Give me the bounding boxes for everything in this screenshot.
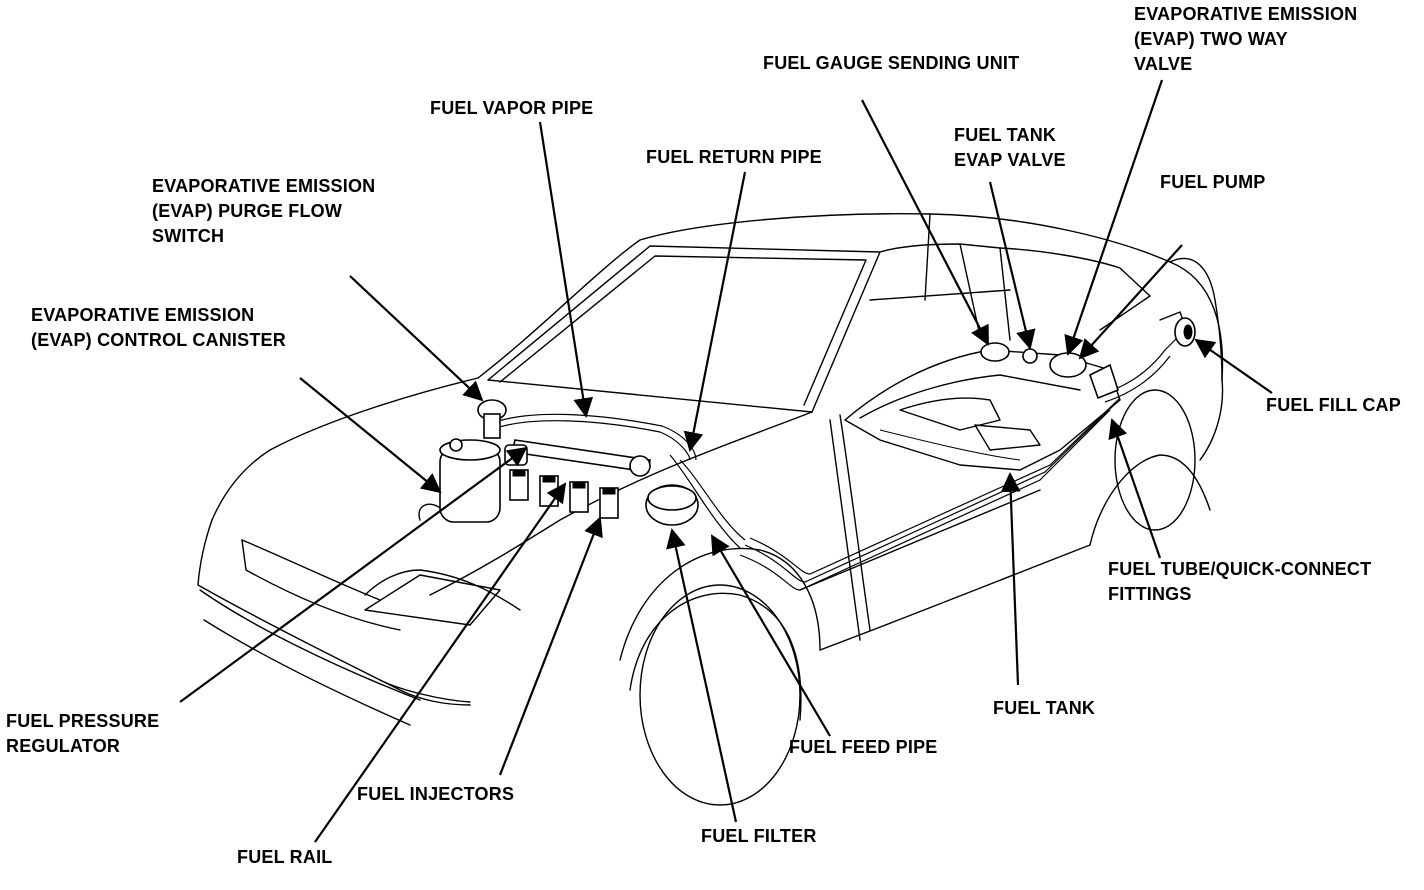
label-fuel-filter: FUEL FILTER [701, 826, 817, 846]
label-fuel-pump: FUEL PUMP [1160, 172, 1266, 192]
tank-components-drawing [980, 317, 1196, 400]
label-fuel-pressure-regulator: FUEL PRESSURE REGULATOR [6, 711, 160, 756]
leader-fuel-feed-pipe [710, 534, 831, 737]
leader-fuel-filter [666, 528, 738, 823]
leader-fuel-injectors [498, 516, 603, 776]
leader-fuel-tank [1000, 472, 1021, 686]
evap-canister-drawing [418, 438, 501, 523]
fuel-tank-drawing [844, 349, 1121, 471]
leader-fuel-return-pipe [683, 171, 747, 452]
label-evap-two-way-valve: EVAPORATIVE EMISSION (EVAP) TWO WAY VALV… [1134, 4, 1358, 74]
label-evap-purge-flow-switch: EVAPORATIVE EMISSION (EVAP) PURGE FLOW S… [152, 176, 376, 246]
label-evap-control-canister: EVAPORATIVE EMISSION (EVAP) CONTROL CANI… [31, 305, 286, 350]
evap-purge-switch-drawing [477, 399, 507, 439]
label-fuel-rail: FUEL RAIL [237, 847, 333, 867]
leader-fuel-pump [1078, 244, 1183, 360]
label-fuel-tube-quick-connect: FUEL TUBE/QUICK-CONNECT FITTINGS [1108, 559, 1372, 604]
leader-fuel-vapor-pipe [538, 121, 594, 418]
leader-fuel-fill-cap [1194, 338, 1273, 394]
leader-evap-control-canister [299, 377, 442, 494]
leader-fuel-tank-evap-valve [988, 181, 1036, 350]
fuel-lines [489, 334, 1181, 591]
label-fuel-fill-cap: FUEL FILL CAP [1266, 395, 1401, 415]
leader-evap-purge-flow-switch [349, 275, 484, 402]
leader-evap-two-way-valve [1064, 79, 1164, 356]
leader-fuel-rail [314, 482, 567, 843]
label-fuel-injectors: FUEL INJECTORS [357, 784, 515, 804]
leader-lines [179, 79, 1273, 843]
label-fuel-return-pipe: FUEL RETURN PIPE [646, 147, 822, 167]
leader-fuel-pressure-regulator [179, 446, 528, 703]
injectors-drawing [509, 469, 619, 519]
leader-fuel-tube-quick-connect [1108, 418, 1162, 559]
label-fuel-tank: FUEL TANK [993, 698, 1096, 718]
label-fuel-feed-pipe: FUEL FEED PIPE [789, 737, 938, 757]
label-fuel-vapor-pipe: FUEL VAPOR PIPE [430, 98, 594, 118]
label-fuel-tank-evap-valve: FUEL TANK EVAP VALVE [954, 125, 1066, 170]
label-fuel-gauge-sending-unit: FUEL GAUGE SENDING UNIT [763, 53, 1020, 73]
fuel-filter-drawing [645, 484, 699, 526]
leader-fuel-gauge-sending-unit [861, 99, 989, 346]
fuel-rail-drawing [504, 439, 651, 519]
car-body [197, 213, 1224, 806]
